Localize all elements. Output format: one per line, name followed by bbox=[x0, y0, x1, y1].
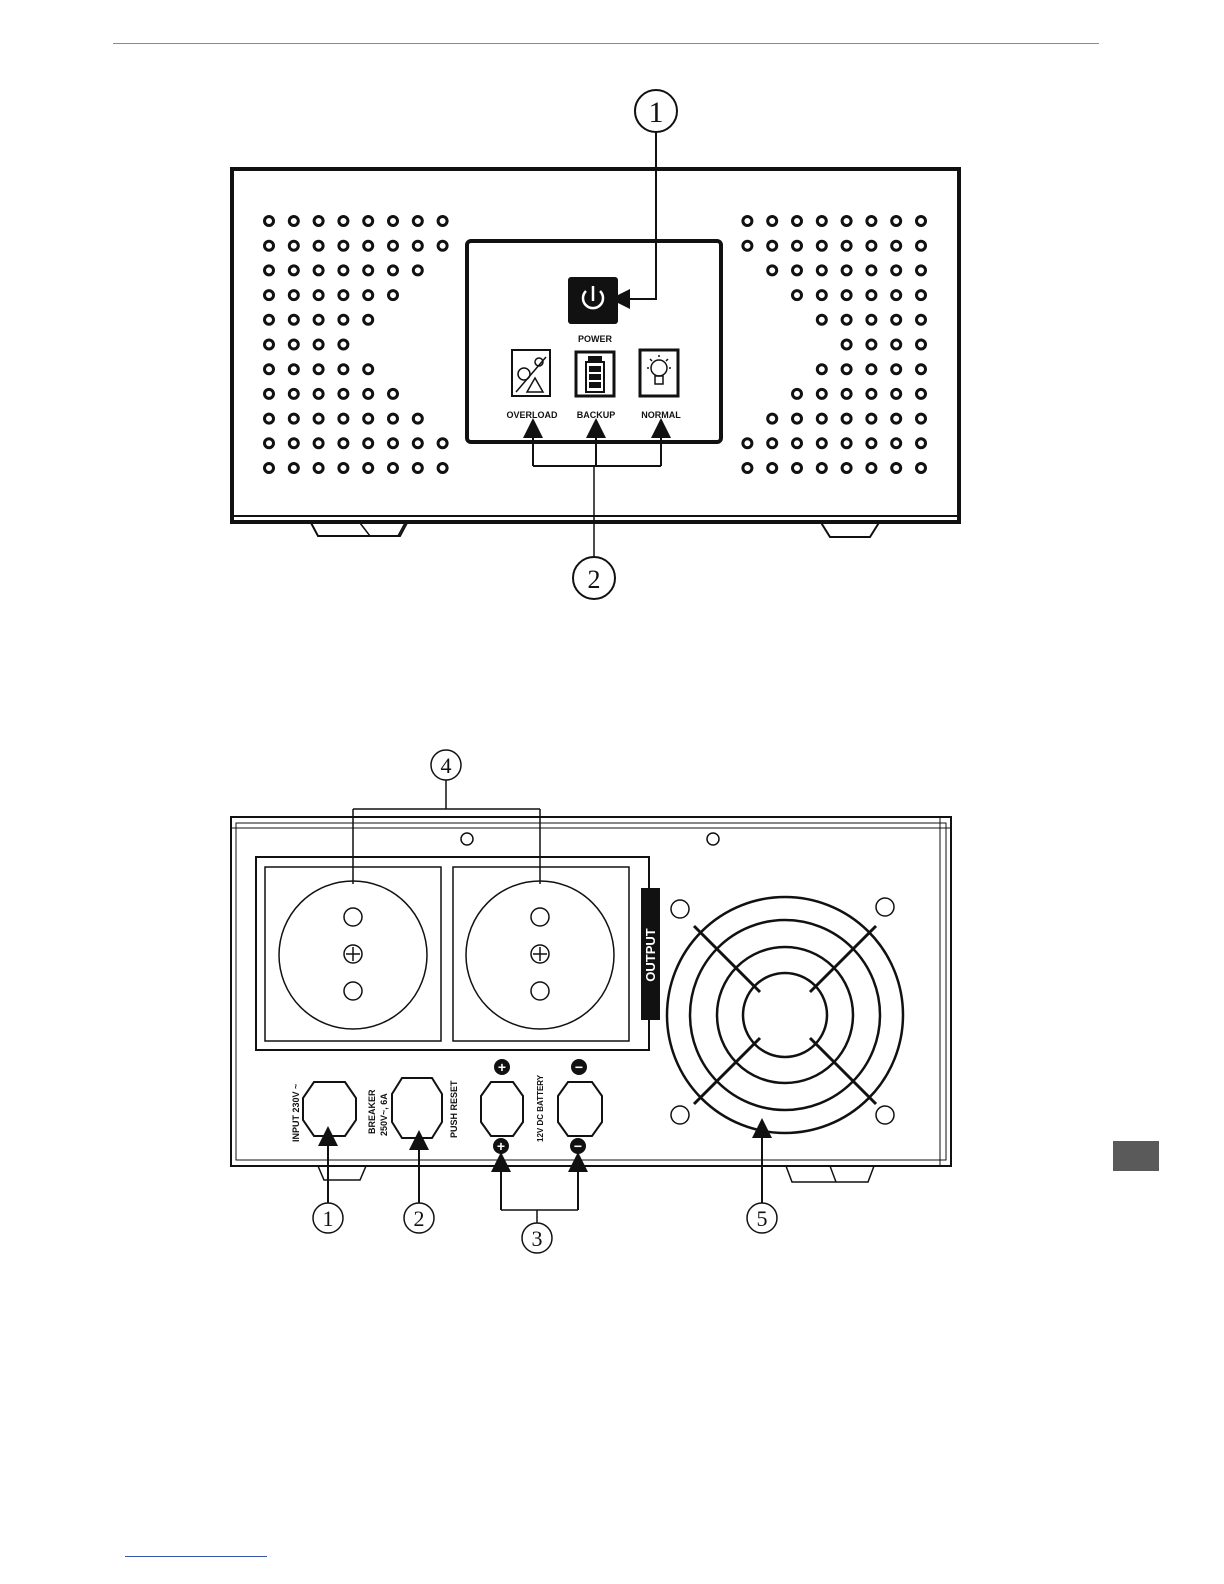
battery-terminal-positive[interactable] bbox=[481, 1082, 523, 1136]
rear-callout-3: 3 bbox=[501, 1162, 578, 1253]
positive-symbol-icon: + bbox=[493, 1138, 509, 1154]
svg-text:1: 1 bbox=[649, 96, 664, 129]
svg-text:+: + bbox=[498, 1059, 506, 1075]
svg-text:4: 4 bbox=[441, 753, 452, 778]
indicator-label-backup: BACKUP bbox=[577, 410, 616, 420]
svg-text:2: 2 bbox=[414, 1206, 425, 1231]
svg-text:5: 5 bbox=[757, 1206, 768, 1231]
svg-text:−: − bbox=[575, 1059, 583, 1075]
svg-text:1: 1 bbox=[323, 1206, 334, 1231]
svg-text:−: − bbox=[574, 1138, 582, 1154]
power-button[interactable] bbox=[568, 277, 618, 324]
breaker-label-line1: BREAKER bbox=[367, 1089, 377, 1134]
svg-text:2: 2 bbox=[588, 565, 601, 594]
ac-input-port[interactable] bbox=[303, 1082, 356, 1136]
negative-symbol-icon: − bbox=[571, 1059, 587, 1075]
battery-icon bbox=[576, 352, 614, 396]
output-label-plate: OUTPUT bbox=[641, 888, 660, 1020]
battery-terminal-negative[interactable] bbox=[558, 1082, 602, 1136]
positive-symbol-icon: + bbox=[494, 1059, 510, 1075]
overload-icon bbox=[512, 350, 550, 396]
rear-panel: OUTPUT INPUT 230V ~ BREAKER 250V~, 6A PU… bbox=[231, 750, 951, 1253]
breaker-label-line2: 250V~, 6A bbox=[379, 1093, 389, 1136]
rear-foot-right bbox=[786, 1166, 874, 1182]
breaker-button[interactable] bbox=[392, 1078, 442, 1138]
front-panel: POWER OVERLOAD bbox=[232, 90, 959, 599]
push-reset-label: PUSH RESET bbox=[449, 1080, 459, 1138]
svg-text:3: 3 bbox=[532, 1226, 543, 1251]
lightbulb-icon bbox=[640, 350, 678, 396]
battery-label: 12V DC BATTERY bbox=[536, 1074, 545, 1142]
rear-foot-left bbox=[318, 1166, 366, 1180]
negative-symbol-icon: − bbox=[570, 1138, 586, 1154]
svg-text:+: + bbox=[497, 1138, 505, 1154]
svg-text:OUTPUT: OUTPUT bbox=[643, 928, 658, 982]
power-label: POWER bbox=[578, 334, 613, 344]
indicator-label-overload: OVERLOAD bbox=[506, 410, 558, 420]
indicator-label-normal: NORMAL bbox=[641, 410, 681, 420]
input-label: INPUT 230V ~ bbox=[291, 1084, 301, 1142]
